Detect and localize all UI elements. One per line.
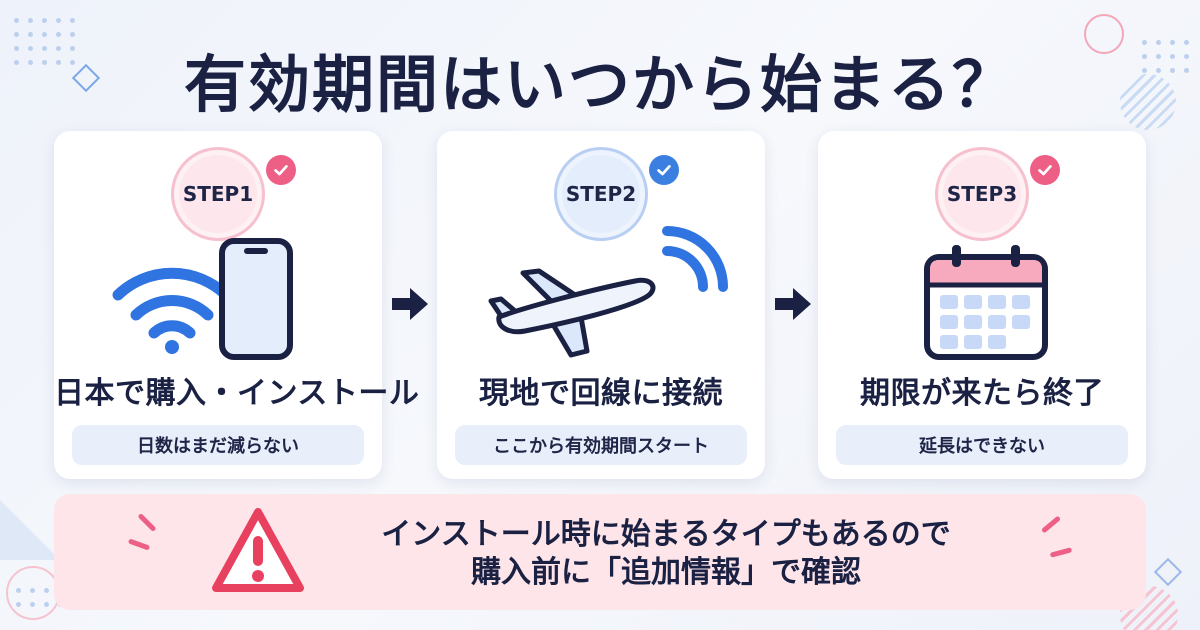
wifi-icon: [112, 267, 232, 354]
signal-icon: [662, 226, 728, 292]
check-icon: [649, 155, 679, 185]
step-card-1: STEP1 日本で購入・インストール 日数はまだ減らない: [54, 131, 420, 479]
notice-text: インストール時に始まるタイプもあるので 購入前に「追加情報」で確認: [316, 516, 1016, 592]
decor-ring-top-right: [1084, 14, 1124, 54]
step-title-3: 期限が来たら終了: [860, 376, 1104, 411]
spark-decor: [1040, 515, 1062, 534]
step-note-1: 日数はまだ減らない: [72, 425, 364, 465]
smartphone-icon: [219, 238, 293, 360]
step-card-2: STEP2 現地で回線に接続 ここから有効期間スタート: [437, 131, 765, 479]
decor-dots-top-left: [14, 18, 75, 65]
step-card-3: STEP3 期限が来たら終了 延長はできない: [818, 131, 1146, 479]
spark-decor: [1049, 547, 1073, 558]
step-note-3: 延長はできない: [836, 425, 1128, 465]
step-title-1: 日本で購入・インストール: [54, 376, 420, 411]
calendar-icon: [924, 245, 1048, 360]
notice-line-1: インストール時に始まるタイプもあるので: [381, 517, 951, 552]
decor-triangle-bottom-left: [0, 500, 60, 560]
notice-banner: インストール時に始まるタイプもあるので 購入前に「追加情報」で確認: [54, 494, 1146, 610]
arrow-right-icon: [392, 288, 428, 320]
arrow-right-icon: [775, 288, 811, 320]
decor-stripes-top-right: [1120, 74, 1176, 130]
step-badge-2: STEP2: [554, 147, 648, 241]
step-title-2: 現地で回線に接続: [479, 376, 723, 411]
airplane-icon: [488, 268, 656, 358]
check-icon: [266, 155, 296, 185]
warning-icon: [212, 508, 304, 592]
step-note-2: ここから有効期間スタート: [455, 425, 747, 465]
step-badge-1: STEP1: [171, 147, 265, 241]
page-title: 有効期間はいつから始まる？: [183, 48, 1016, 121]
spark-decor: [137, 512, 157, 533]
decor-diamond-right: [1153, 557, 1183, 587]
check-icon: [1030, 155, 1060, 185]
step-badge-3: STEP3: [935, 147, 1029, 241]
notice-line-2: 購入前に「追加情報」で確認: [471, 555, 861, 590]
spark-decor: [127, 538, 151, 551]
decor-dots-top-right: [1142, 40, 1189, 73]
